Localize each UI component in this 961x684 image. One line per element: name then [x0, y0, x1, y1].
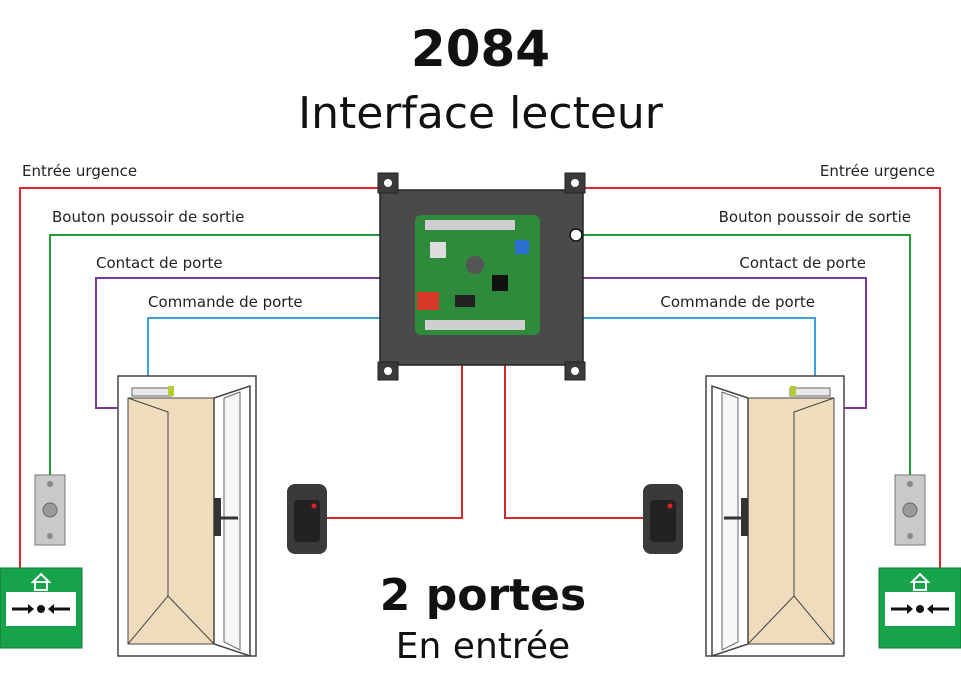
right-door-contact-label: Contact de porte: [739, 254, 866, 272]
right-exit-button-wire: [580, 234, 911, 475]
diagram-subtitle: Interface lecteur: [298, 88, 663, 139]
right-door-command-wire: [538, 317, 816, 390]
left-door: [117, 375, 257, 658]
right-door-contact-wire: [540, 277, 867, 409]
left-emergency-label: Entrée urgence: [22, 162, 138, 180]
left-emergency-wire: [19, 187, 380, 570]
left-exit-button-wire: [49, 234, 430, 475]
right-emergency-call-point: [878, 567, 961, 649]
right-door: [705, 375, 845, 658]
right-exit-button-label: Bouton poussoir de sortie: [718, 208, 911, 226]
left-emergency-call-point: [0, 567, 83, 649]
left-exit-push-button: [34, 474, 66, 546]
right-emergency-label: Entrée urgence: [819, 162, 935, 180]
mode-label: En entrée: [395, 626, 571, 667]
right-door-command-label: Commande de porte: [660, 293, 815, 311]
left-reader-wire: [326, 345, 463, 519]
left-door-command-wire: [147, 317, 430, 390]
left-door-command-label: Commande de porte: [148, 293, 303, 311]
right-reader-wire: [504, 345, 645, 519]
left-exit-button-label: Bouton poussoir de sortie: [52, 208, 245, 226]
right-emergency-wire: [583, 187, 941, 570]
circuit-board: [415, 215, 540, 335]
right-exit-push-button: [894, 474, 926, 546]
door-count: 2 portes: [379, 570, 587, 621]
left-door-contact-wire: [95, 277, 420, 409]
left-door-contact-label: Contact de porte: [96, 254, 223, 272]
left-card-reader: [287, 484, 327, 554]
diagram-title: 2084: [410, 20, 551, 78]
right-card-reader: [643, 484, 683, 554]
